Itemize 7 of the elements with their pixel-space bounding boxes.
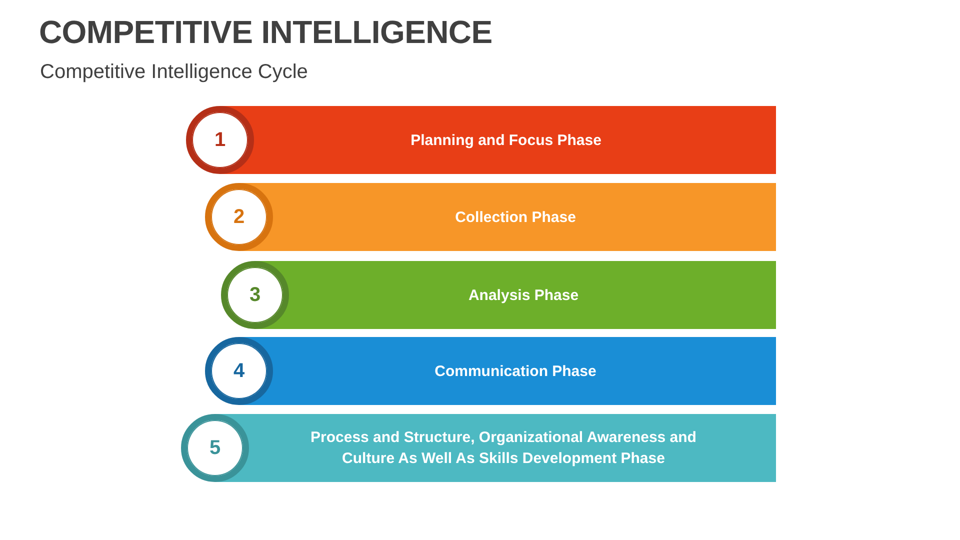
title: COMPETITIVE INTELLIGENCE	[39, 14, 492, 51]
subtitle: Competitive Intelligence Cycle	[40, 61, 308, 84]
step-number-circle: 5	[181, 414, 249, 482]
step-number-circle: 3	[221, 261, 289, 329]
step-number-circle: 4	[205, 337, 273, 405]
step-number-circle: 2	[205, 183, 273, 251]
step-number-circle: 1	[186, 106, 254, 174]
